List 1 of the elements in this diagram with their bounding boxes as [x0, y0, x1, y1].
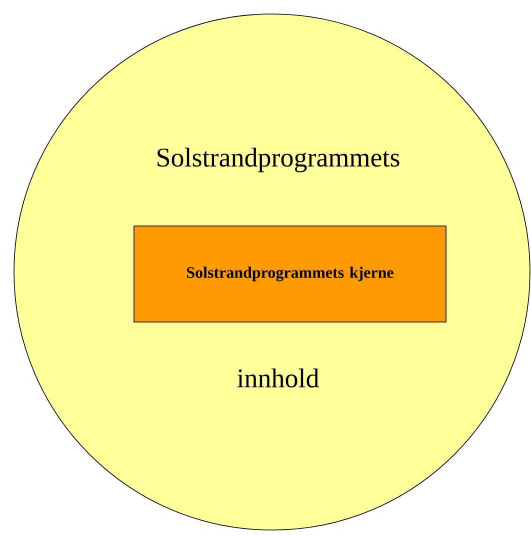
core-box: Solstrandprogrammets kjerne [134, 226, 446, 322]
